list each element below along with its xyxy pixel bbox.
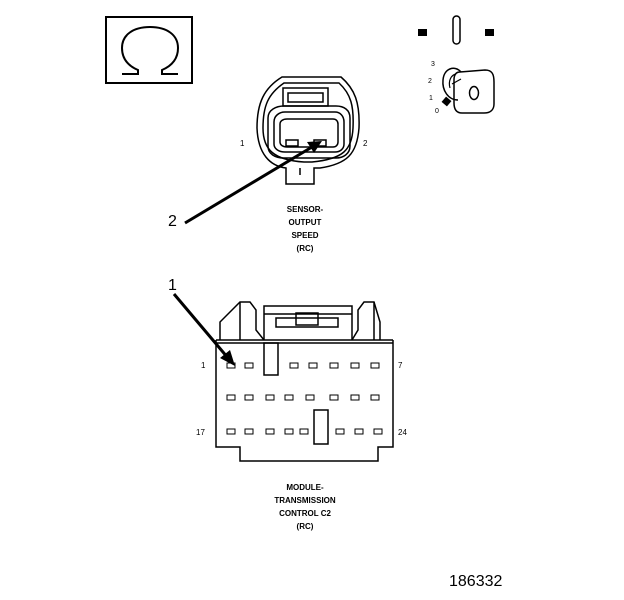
module-title-line-4: (RC) (296, 522, 314, 531)
module-title-line-1: MODULE- (286, 483, 324, 492)
ignition-position-3: 3 (431, 61, 435, 68)
ignition-position-0: 0 (435, 108, 439, 115)
sensor-title-line-2: OUTPUT (288, 218, 322, 227)
module-title-line-3: CONTROL C2 (279, 509, 331, 518)
sensor-title-line-1: SENSOR- (286, 205, 324, 214)
module-connector-body (215, 301, 394, 462)
module-title-line-2: TRANSMISSION (274, 496, 336, 505)
module-pin-cavities (226, 362, 383, 435)
callout-arrow-1 (172, 293, 235, 366)
module-pin-1-label: 1 (201, 361, 206, 370)
sensor-title-line-3: SPEED (291, 231, 319, 240)
callout-arrow-2 (184, 141, 322, 225)
sensor-connector-body (256, 76, 360, 185)
ignition-key-icon (418, 15, 495, 114)
callout-1: 1 (168, 277, 177, 294)
ignition-position-1: 1 (429, 95, 433, 102)
sensor-title-line-4: (RC) (296, 244, 314, 253)
omega-icon (105, 16, 193, 84)
module-pin-17-label: 17 (196, 428, 205, 437)
module-connector-title: MODULE- TRANSMISSION CONTROL C2 (RC) (250, 481, 360, 533)
module-pin-7-label: 7 (398, 361, 403, 370)
callout-2: 2 (168, 213, 177, 230)
module-pin-24-label: 24 (398, 428, 407, 437)
ignition-position-2: 2 (428, 78, 432, 85)
sensor-pin-2-label: 2 (363, 139, 368, 148)
sensor-connector-title: SENSOR- OUTPUT SPEED (RC) (260, 203, 350, 255)
figure-id: 186332 (449, 573, 503, 590)
sensor-pin-1-label: 1 (240, 139, 245, 148)
